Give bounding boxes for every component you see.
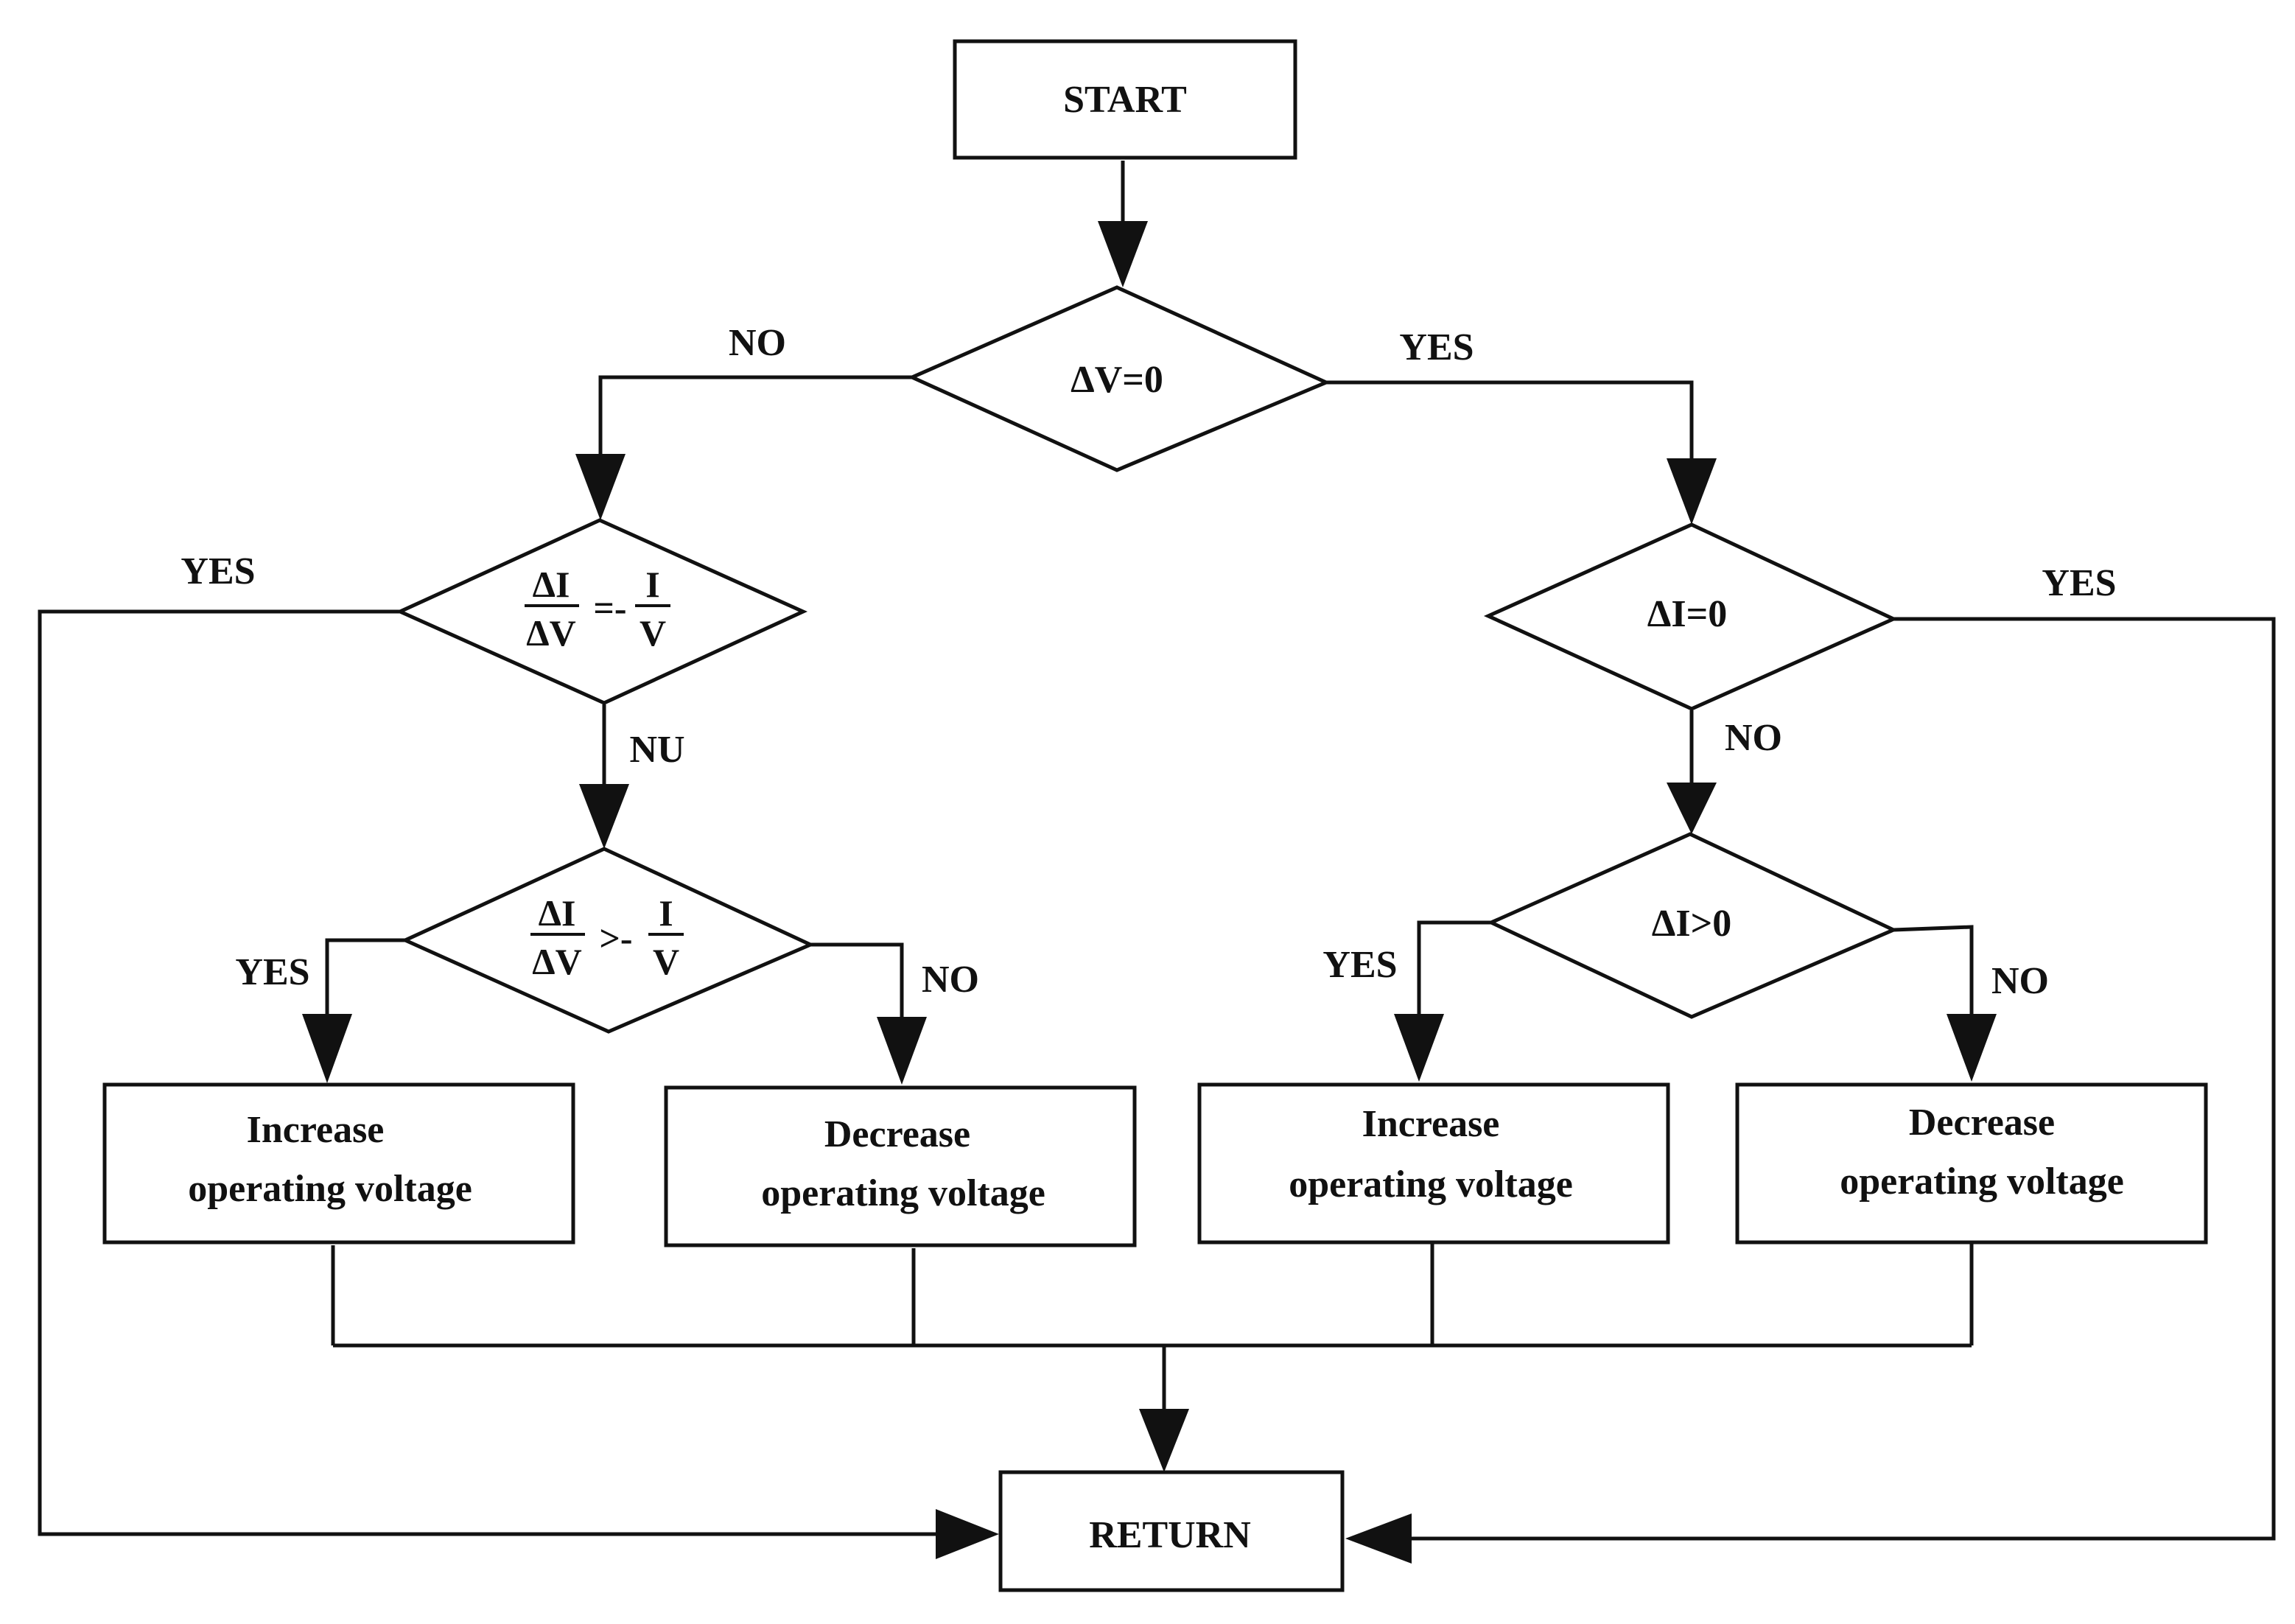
edge-label-right1-no: NO <box>1725 717 1782 759</box>
edge-label-right2-no: NO <box>1991 960 2049 1002</box>
arrowheads <box>302 221 1997 1564</box>
arrowhead-down <box>579 784 629 849</box>
action-box-decrease-left: Decrease operating voltage <box>664 1085 1137 1247</box>
decision-right2-label: ΔI>0 <box>1652 903 1731 945</box>
left2-rhs-numerator: I <box>659 892 673 934</box>
edge-label-left2-no: NO <box>922 959 979 1001</box>
start-box <box>953 39 1297 160</box>
decision-diamond <box>400 847 816 1034</box>
edge-label-dv-yes: YES <box>1399 326 1474 368</box>
arrowhead-down <box>1667 783 1717 834</box>
arrowhead-down <box>877 1017 927 1085</box>
action-box-line2: operating voltage <box>188 1168 472 1210</box>
edge-dv-yes <box>1326 380 1694 476</box>
edge-label-left1-yes: YES <box>181 550 255 592</box>
arrowhead-down <box>1139 1409 1189 1472</box>
action-box-decrease-right: Decrease operating voltage <box>1735 1082 2208 1245</box>
action-box-line2: operating voltage <box>1289 1163 1573 1205</box>
start-label: START <box>1063 79 1187 121</box>
edge-label-dv-no: NO <box>729 322 786 364</box>
action-box-increase-left: Increase operating voltage <box>102 1082 575 1245</box>
action-box <box>1735 1082 2208 1245</box>
left2-operator: >- <box>599 917 632 959</box>
action-box-line1: Decrease <box>1909 1102 2055 1144</box>
action-box-line1: Decrease <box>824 1113 970 1155</box>
arrowhead-down <box>1667 458 1717 525</box>
decision-diamond <box>395 518 808 705</box>
decision-right1-label: ΔI=0 <box>1647 593 1727 635</box>
action-box-line2: operating voltage <box>761 1172 1045 1214</box>
edge-label-left2-yes: YES <box>235 951 309 993</box>
decision-left2: ΔI ΔV >- I V <box>400 847 816 1034</box>
left1-rhs-numerator: I <box>645 564 659 605</box>
arrowhead-left <box>1345 1513 1412 1564</box>
arrowhead-down <box>1098 221 1148 287</box>
left1-lhs-denominator: ΔV <box>526 612 575 654</box>
decision-right1: ΔI=0 <box>1483 522 1899 711</box>
edge-label-right2-yes: YES <box>1322 944 1397 986</box>
start-node: START <box>953 39 1297 160</box>
edge-right2-no <box>1893 925 1974 1036</box>
edge-label-left1-no: NU <box>629 729 684 771</box>
arrowhead-down <box>302 1014 352 1083</box>
edge-label-right1-yes: YES <box>2042 562 2116 604</box>
connectors <box>38 161 2276 1541</box>
action-box <box>1197 1082 1670 1245</box>
edge-left1-yes <box>38 609 950 1536</box>
return-node: RETURN <box>998 1470 1345 1592</box>
left1-rhs-denominator: V <box>640 612 666 654</box>
return-label: RETURN <box>1089 1514 1251 1556</box>
edge-right1-yes <box>1403 617 2276 1541</box>
decision-right2: ΔI>0 <box>1486 832 1899 1019</box>
left2-lhs-numerator: ΔI <box>539 892 576 934</box>
decision-dv-label: ΔV=0 <box>1071 359 1163 401</box>
action-box-line1: Increase <box>1362 1103 1500 1145</box>
action-box-increase-right: Increase operating voltage <box>1197 1082 1670 1245</box>
decision-dv-zero: ΔV=0 <box>907 285 1331 472</box>
decision-diamond <box>1483 522 1899 711</box>
arrowhead-down <box>1947 1014 1997 1082</box>
action-box <box>664 1085 1137 1247</box>
return-box <box>998 1470 1345 1592</box>
decision-diamond <box>1486 832 1899 1019</box>
left1-operator: =- <box>593 587 626 629</box>
left2-rhs-denominator: V <box>653 941 679 982</box>
decision-left1: ΔI ΔV =- I V <box>395 518 808 705</box>
arrowhead-right <box>936 1509 999 1559</box>
edge-left2-no <box>810 942 904 1040</box>
action-box-line1: Increase <box>247 1109 385 1151</box>
edge-left2-yes <box>325 938 405 1037</box>
arrowhead-down <box>1394 1014 1444 1082</box>
decision-diamond <box>907 285 1331 472</box>
edge-right2-yes <box>1417 920 1491 1037</box>
edge-dv-no <box>598 375 918 472</box>
action-box-line2: operating voltage <box>1840 1161 2124 1203</box>
arrowhead-down <box>575 454 626 520</box>
left2-lhs-denominator: ΔV <box>532 941 581 982</box>
action-box <box>102 1082 575 1245</box>
left1-lhs-numerator: ΔI <box>533 564 570 605</box>
